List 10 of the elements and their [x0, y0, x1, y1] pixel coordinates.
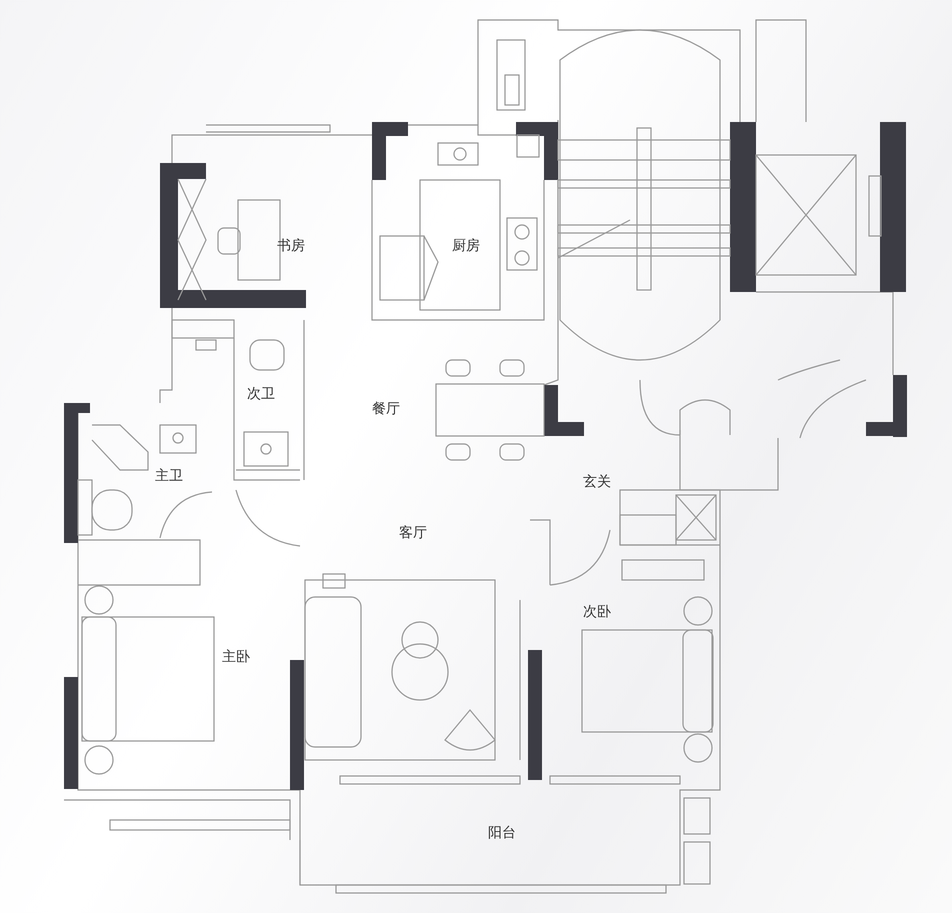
room-label: 玄关 [583, 475, 611, 489]
room-label: 客厅 [399, 526, 427, 540]
room-label: 次卧 [583, 605, 611, 619]
room-label: 次卫 [247, 387, 275, 401]
room-label: 书房 [277, 239, 305, 253]
room-label: 餐厅 [372, 402, 400, 416]
room-label: 主卧 [222, 650, 250, 664]
room-label: 主卫 [155, 469, 183, 483]
room-label: 阳台 [488, 826, 516, 840]
room-label: 厨房 [452, 239, 480, 253]
